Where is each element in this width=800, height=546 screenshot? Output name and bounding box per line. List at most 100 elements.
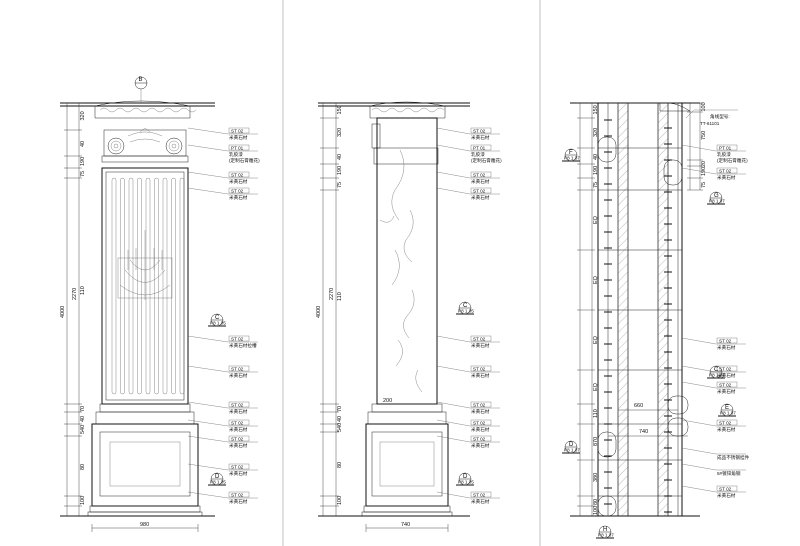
material-tag <box>470 419 492 426</box>
section-marker-ref: P8 1.05 <box>210 321 226 326</box>
material-label: 米黄石材 <box>229 178 248 185</box>
flute <box>128 177 134 395</box>
vertical-dim-text: 190 <box>701 167 707 176</box>
vertical-dim-text: 100 <box>593 506 599 515</box>
width-dim-text: 740 <box>401 522 410 528</box>
vertical-dim-text: EQ <box>593 215 599 224</box>
material-label: 米黄石材 <box>229 426 248 433</box>
material-code: ST 02 <box>231 402 244 407</box>
section-marker-ref: P8 1.07 <box>709 373 725 378</box>
marble-veining <box>379 149 423 393</box>
material-tag <box>470 365 492 372</box>
material-label: 米黄石材 <box>717 426 736 433</box>
section-marker-ref: P8 1.05 <box>458 309 474 314</box>
height-dim-text: 4000 <box>316 306 322 318</box>
vertical-dim-text: EQ <box>593 335 599 344</box>
material-label: (定制石膏雕花) <box>717 157 748 164</box>
material-code: PT 01 <box>473 145 486 150</box>
height-dim-text: 4000 <box>60 306 66 318</box>
material-tag <box>470 401 492 408</box>
flute <box>120 177 125 395</box>
material-label: 成品不锈钢挂件 <box>717 454 750 461</box>
dim-740-text: 740 <box>639 429 648 435</box>
material-code: ST 02 <box>231 188 244 193</box>
vertical-dim-text: EQ <box>593 275 599 284</box>
material-tag <box>716 337 738 344</box>
dim-200-text: 200 <box>383 398 392 404</box>
material-code: ST 02 <box>231 128 244 133</box>
material-label: 米黄石材 <box>471 426 490 433</box>
section-marker-letter: E <box>725 405 729 411</box>
column-shaft-marble <box>376 117 438 405</box>
vertical-dim-text: 320 <box>593 128 599 137</box>
width-dim-text: 980 <box>140 522 149 528</box>
material-code: ST 02 <box>473 336 486 341</box>
vertical-dim-text: 110 <box>593 409 599 418</box>
volute-left <box>107 137 125 155</box>
material-label: 米黄石材 <box>471 498 490 505</box>
vertical-dim-text: 110 <box>80 286 86 295</box>
material-code: ST 02 <box>231 436 244 441</box>
material-tag <box>228 401 250 408</box>
material-label: 米黄石材 <box>471 442 490 449</box>
vertical-dim-text: 40 <box>337 154 343 160</box>
vertical-dim-text: 40 <box>337 416 343 422</box>
vertical-dim-text: 190 <box>337 166 343 175</box>
material-code: ST 02 <box>473 128 486 133</box>
material-code: ST 02 <box>719 420 732 425</box>
vertical-dim-text: 110 <box>337 292 343 301</box>
material-tag <box>470 127 492 134</box>
material-code: ST 02 <box>231 492 244 497</box>
flute <box>171 177 176 395</box>
material-tag <box>716 419 738 426</box>
section-marker-ref: P8 1.07 <box>564 156 580 161</box>
vertical-dim-text: 100 <box>337 496 343 505</box>
pedestal <box>91 423 199 507</box>
profile-title: 角线型号: <box>710 113 730 120</box>
material-tag <box>228 463 250 470</box>
material-code: ST 02 <box>719 338 732 343</box>
material-label: 乳胶漆 <box>717 151 731 158</box>
section-marker-letter: D <box>215 474 220 480</box>
material-tag <box>716 365 738 372</box>
section-marker-ref: P8 1.05 <box>458 480 474 485</box>
material-label: 米黄石材 <box>717 388 736 395</box>
material-tag <box>228 419 250 426</box>
vertical-dim-text: 150 <box>337 105 343 114</box>
section-marker-letter: F <box>569 150 573 156</box>
section-marker-ref: P8 1.05 <box>210 480 226 485</box>
section-marker-ref: P8 1.07 <box>598 533 614 538</box>
vertical-dim-text: 100 <box>80 496 86 505</box>
section-marker-letter: D <box>569 442 574 448</box>
material-code: ST 02 <box>719 366 732 371</box>
vertical-dim-text: 70 <box>80 406 86 412</box>
material-code: ST 02 <box>473 436 486 441</box>
section-marker-letter: G <box>714 193 719 199</box>
material-code: ST 02 <box>719 486 732 491</box>
ionic-capital <box>103 129 187 157</box>
material-tag <box>228 491 250 498</box>
material-label: 米黄石材 <box>471 408 490 415</box>
material-code: ST 02 <box>719 168 732 173</box>
section-marker-letter: C <box>215 315 220 321</box>
material-label: 米黄石材 <box>229 372 248 379</box>
material-label: 米黄石材 <box>717 174 736 181</box>
material-tag <box>470 144 492 151</box>
material-label: 米黄石材 <box>229 194 248 201</box>
section-marker-ref: P8 1.07 <box>720 411 736 416</box>
pedestal <box>365 423 449 507</box>
material-label: 米黄石材 <box>471 194 490 201</box>
section-marker-letter: C <box>714 367 719 373</box>
profile-code: TT-61101 <box>700 121 720 126</box>
vertical-dim-text: 40 <box>80 141 86 147</box>
material-tag <box>470 171 492 178</box>
flute <box>111 177 117 395</box>
flute <box>137 177 142 395</box>
material-tag <box>716 485 738 492</box>
section-marker-letter: H <box>603 527 607 533</box>
material-code: ST 02 <box>719 382 732 387</box>
material-label: 米黄石材 <box>229 408 248 415</box>
vertical-dim-text: 40 <box>80 416 86 422</box>
